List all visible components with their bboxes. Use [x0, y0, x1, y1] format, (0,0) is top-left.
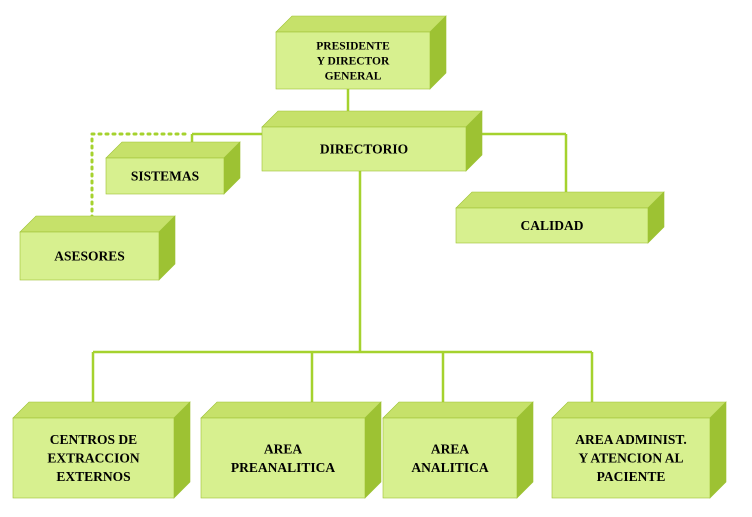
node-label-line: ASESORES: [54, 249, 125, 264]
box-top-face: [261, 110, 483, 128]
node-label-line: PREANALITICA: [231, 460, 336, 475]
node-asesores: ASESORES: [19, 215, 176, 281]
node-label-line: Y DIRECTOR: [317, 56, 390, 68]
box-front-face: [105, 157, 225, 195]
box-front-face: [275, 31, 431, 90]
node-label-line: PRESIDENTE: [316, 41, 390, 53]
box-front-face: [12, 417, 175, 499]
node-label-line: AREA ADMINIST.: [575, 432, 687, 447]
node-label-line: AREA: [431, 441, 470, 456]
boxes: PRESIDENTE Y DIRECTOR GENERAL DIRECTORIO SIS…: [12, 15, 727, 499]
node-label-line: DIRECTORIO: [320, 142, 408, 157]
box-side-face: [364, 401, 382, 499]
node-label-line: PACIENTE: [597, 469, 666, 484]
box-top-face: [275, 15, 447, 33]
node-label-line: GENERAL: [325, 71, 382, 83]
box-side-face: [516, 401, 534, 499]
box-front-face: [382, 417, 518, 499]
box-front-face: [455, 207, 649, 244]
node-label-line: CENTROS DE: [50, 432, 137, 447]
node-president: PRESIDENTE Y DIRECTOR GENERAL: [275, 15, 447, 90]
box-top-face: [551, 401, 727, 419]
node-label-line: ANALITICA: [411, 460, 489, 475]
box-top-face: [19, 215, 176, 233]
box-top-face: [105, 141, 241, 159]
node-centros: CENTROS DE EXTRACCION EXTERNOS: [12, 401, 191, 499]
node-label-line: Y ATENCION AL: [578, 451, 683, 466]
node-label-line: CALIDAD: [520, 218, 583, 233]
box-front-face: [261, 126, 467, 172]
node-label-line: SISTEMAS: [131, 169, 199, 184]
advisory-dotted-line: [90, 132, 190, 234]
box-top-face: [382, 401, 534, 419]
box-side-face: [709, 401, 727, 499]
node-calidad: CALIDAD: [455, 191, 665, 244]
box-side-face: [173, 401, 191, 499]
box-top-face: [200, 401, 382, 419]
node-label-line: EXTRACCION: [47, 451, 140, 466]
node-preanalitica: AREA PREANALITICA: [200, 401, 382, 499]
node-sistemas: SISTEMAS: [105, 141, 241, 195]
box-front-face: [19, 231, 160, 281]
node-label-line: EXTERNOS: [56, 469, 130, 484]
node-analitica: AREA ANALITICA: [382, 401, 534, 499]
node-directorio: DIRECTORIO: [261, 110, 483, 172]
box-top-face: [12, 401, 191, 419]
connectors: [90, 89, 594, 418]
node-label-line: AREA: [264, 441, 303, 456]
box-front-face: [551, 417, 711, 499]
box-front-face: [200, 417, 366, 499]
box-top-face: [455, 191, 665, 209]
node-administ: AREA ADMINIST. Y ATENCION AL PACIENTE: [551, 401, 727, 499]
